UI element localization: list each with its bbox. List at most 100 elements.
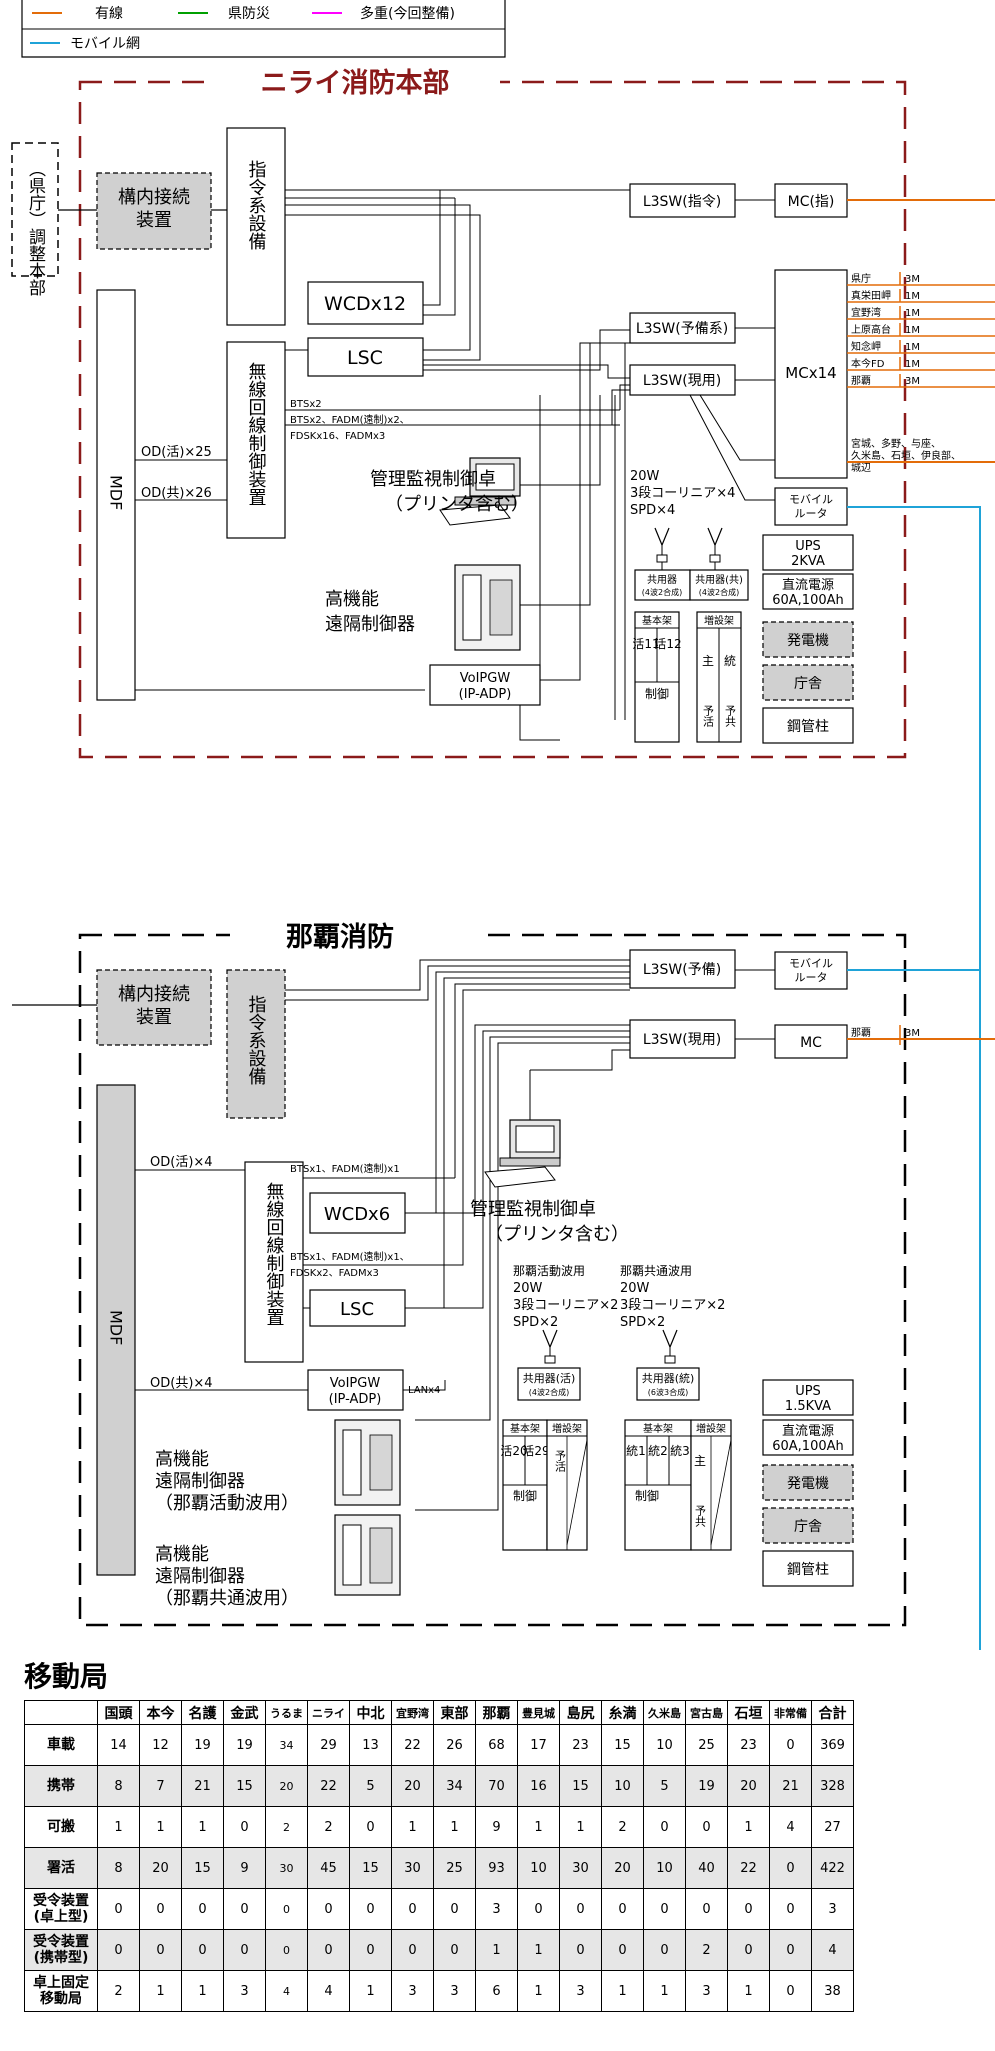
naha-katsu20: 活20	[500, 1444, 527, 1458]
naha-wcd-label: WCDx6	[324, 1204, 390, 1225]
naha-shu: 主	[694, 1454, 706, 1468]
row-label-line: 携帯	[47, 1778, 75, 1794]
table-cell: 0	[349, 1806, 392, 1848]
table-cell: 30	[265, 1847, 308, 1889]
table-cell: 0	[559, 1929, 602, 1971]
naha-section: 那覇消防 構内接続装置 指令系設備 MDF OD(活)×4 OD(共)×4 無線…	[12, 918, 995, 1627]
nirai-voipgw	[429, 664, 541, 706]
mc-line-bandwidth: 3M	[905, 274, 920, 285]
naha-remote-a-icon	[334, 1419, 401, 1506]
table-cell: 1	[517, 1929, 560, 1971]
naha-dc-label: 直流電源	[782, 1424, 834, 1439]
naha-console-icon	[484, 1119, 561, 1188]
table-cell: 70	[475, 1765, 518, 1807]
table-cell: 1	[643, 1970, 686, 2012]
table-cell: 3	[391, 1970, 434, 2012]
nirai-kyoyo-1-sub: (4波2合成)	[642, 587, 682, 597]
table-cell: 16	[517, 1765, 560, 1807]
nirai-mc-shirei	[774, 183, 848, 218]
naha-l3sw-yobi	[629, 949, 736, 989]
nirai-mcx14	[774, 269, 848, 479]
nirai-kyoyo-2	[689, 569, 749, 601]
table-cell: 6	[475, 1970, 518, 2012]
naha-ant-b-spd: SPD×2	[620, 1315, 665, 1330]
naha-konai-label: 構内接続装置	[118, 984, 190, 1028]
nirai-dc-label: 直流電源	[782, 578, 834, 593]
naha-lsc-label: LSC	[340, 1299, 374, 1320]
column-header: 宮古島	[685, 1700, 728, 1725]
table-cell: 20	[265, 1765, 308, 1807]
table-cell: 45	[307, 1847, 350, 1889]
nirai-yo-katsu: 予活	[702, 705, 715, 728]
nirai-dc-capacity: 60A,100Ah	[772, 593, 844, 608]
table-cell: 1	[559, 1806, 602, 1848]
naha-bts3: FDSKx2、FADMx3	[290, 1268, 379, 1279]
table-cell: 0	[139, 1888, 182, 1930]
row-label: 車載	[24, 1724, 98, 1766]
table-cell: 3	[685, 1970, 728, 2012]
column-header: 金武	[223, 1700, 266, 1725]
nirai-kyoyo-2-sub: (4波2合成)	[699, 587, 739, 597]
naha-shirei-box	[226, 969, 286, 1119]
column-header: 東部	[433, 1700, 476, 1725]
mc-line-name: 県庁	[851, 272, 871, 285]
naha-kyoyo-a-label: 共用器(活)	[523, 1372, 576, 1385]
nirai-yo-kyo: 予共	[724, 705, 737, 728]
table-header-row: 国頭本今名護金武うるまニライ中北宜野湾東部那覇豊見城島尻糸満久米島宮古島石垣非常…	[24, 1700, 854, 1725]
table-cell: 27	[811, 1806, 854, 1848]
table-cell: 19	[181, 1724, 224, 1766]
table-cell: 7	[139, 1765, 182, 1807]
nirai-mc-shirei-label: MC(指)	[788, 194, 835, 210]
naha-kyoyo-a	[517, 1367, 581, 1401]
naha-mdf-box	[96, 1084, 136, 1576]
table-cell: 0	[643, 1929, 686, 1971]
nirai-generator	[762, 621, 854, 658]
row-label: 受令装置(卓上型)	[24, 1888, 98, 1930]
naha-ant-a-spd: SPD×2	[513, 1315, 558, 1330]
table-cell: 1	[517, 1806, 560, 1848]
nirai-ant-type: 3段コーリニア×4	[630, 486, 735, 501]
nirai-katsu11: 活11	[632, 637, 659, 651]
table-cell: 1	[139, 1970, 182, 2012]
table-cell: 21	[769, 1765, 812, 1807]
nirai-mobile-router	[774, 487, 848, 526]
naha-shirei-label: 指令系設備	[246, 995, 267, 1086]
nirai-l3sw-genyo	[629, 364, 736, 396]
naha-katsu29: 活29	[522, 1444, 549, 1458]
legend-mobile-label: モバイル網	[70, 36, 140, 52]
nirai-building-label: 庁舎	[794, 676, 822, 692]
naha-bts1: BTSx1、FADM(遠制)x1	[290, 1162, 400, 1175]
naha-antenna-icons	[542, 1329, 678, 1364]
row-label-line: 移動局	[40, 1991, 82, 2007]
table-cell: 2	[97, 1970, 140, 2012]
column-header: 国頭	[97, 1700, 140, 1725]
table-cell: 10	[643, 1724, 686, 1766]
table-cell: 0	[769, 1847, 812, 1889]
nirai-mdf-label: MDF	[107, 475, 126, 510]
nirai-antenna-icons	[654, 527, 723, 570]
table-cell: 0	[97, 1929, 140, 1971]
table-cell: 1	[181, 1806, 224, 1848]
table-cell: 4	[769, 1806, 812, 1848]
table-cell: 1	[349, 1970, 392, 2012]
nirai-section: ニライ消防本部 （県庁）調整本部 構内接続装置 指令系設備 WCDx12 LSC…	[11, 66, 995, 1650]
table-cell: 5	[643, 1765, 686, 1807]
naha-building-label: 庁舎	[794, 1519, 822, 1535]
nirai-od-kyo: OD(共)×26	[141, 486, 212, 501]
nirai-tou: 統	[724, 654, 736, 668]
table-cell: 0	[223, 1929, 266, 1971]
column-header: 那覇	[475, 1700, 518, 1725]
column-header: 島尻	[559, 1700, 602, 1725]
mc-line-name: 本今FD	[851, 357, 885, 370]
nirai-steel-pole-label: 鋼管柱	[787, 719, 829, 735]
nirai-mc-others: 宮城、多野、与座、久米島、石垣、伊良部、城辺	[851, 437, 961, 474]
naha-konai-box	[96, 969, 212, 1046]
column-header: 豊見城	[517, 1700, 560, 1725]
nirai-mcx14-label: MCx14	[785, 364, 836, 382]
table-cell: 0	[307, 1888, 350, 1930]
naha-mc-line-name: 那覇	[851, 1027, 871, 1039]
nirai-base-rack-label: 基本架	[642, 614, 672, 627]
table-cell: 0	[769, 1970, 812, 2012]
mobile-station-title: 移動局	[24, 1660, 109, 1693]
